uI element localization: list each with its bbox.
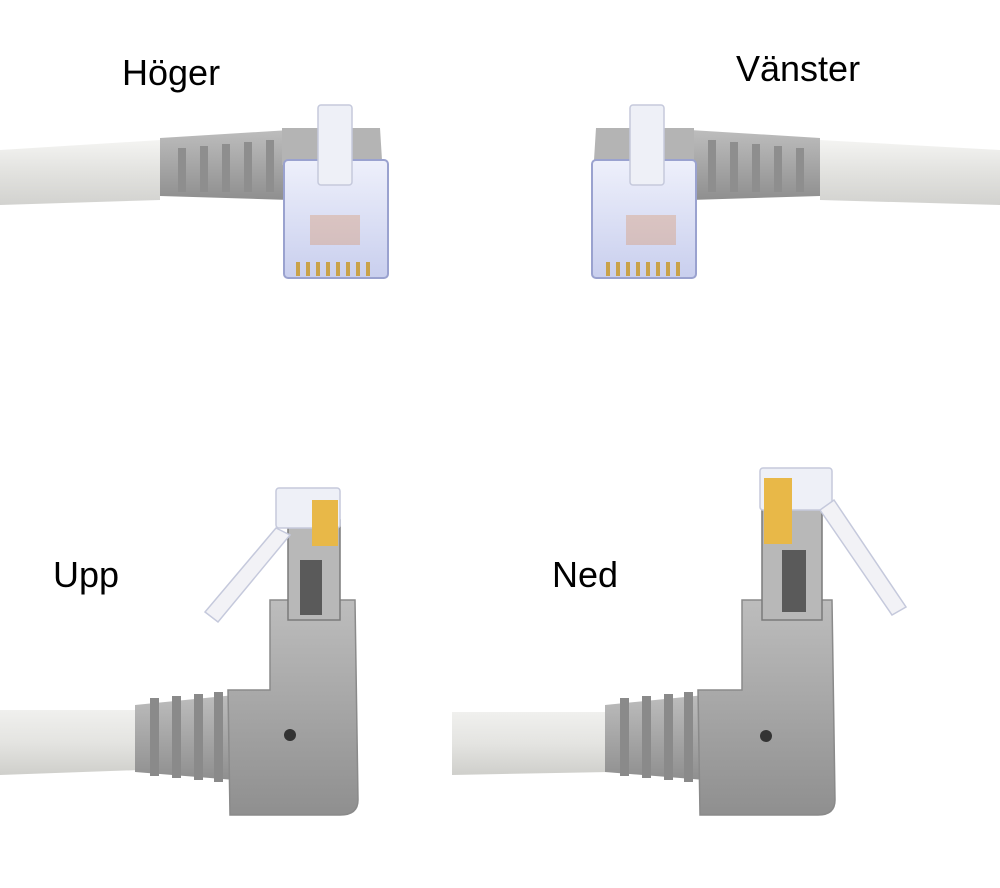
strain-relief-boot	[135, 695, 235, 780]
latch-tab	[629, 104, 665, 186]
plug-window	[300, 560, 322, 615]
boot-ribs	[708, 140, 804, 192]
plug-contacts	[606, 262, 680, 276]
latch-tab	[818, 498, 908, 616]
latch-tab	[203, 527, 292, 624]
cable	[0, 710, 140, 775]
connector-left	[591, 104, 1000, 279]
label-left: Vänster	[736, 48, 861, 89]
connector-right	[0, 104, 389, 279]
plug-window	[782, 550, 806, 612]
housing-hole	[284, 729, 296, 741]
connector-down	[452, 467, 908, 816]
cable	[452, 712, 610, 775]
angled-housing	[227, 599, 359, 816]
boot-ribs	[620, 692, 693, 782]
plug-contacts	[764, 478, 792, 544]
label-down: Ned	[552, 554, 619, 595]
strain-relief-boot	[605, 695, 705, 780]
latch-tab	[317, 104, 353, 186]
angled-housing	[697, 599, 836, 816]
plug-contacts	[296, 262, 370, 276]
cable	[820, 140, 1000, 205]
housing-hole	[760, 730, 772, 742]
label-up: Upp	[53, 554, 120, 595]
boot-ribs	[178, 140, 274, 192]
boot-ribs	[150, 692, 223, 782]
label-right: Höger	[122, 52, 221, 93]
cable	[0, 140, 160, 205]
plug-contacts	[312, 500, 338, 546]
connector-up	[0, 487, 359, 816]
